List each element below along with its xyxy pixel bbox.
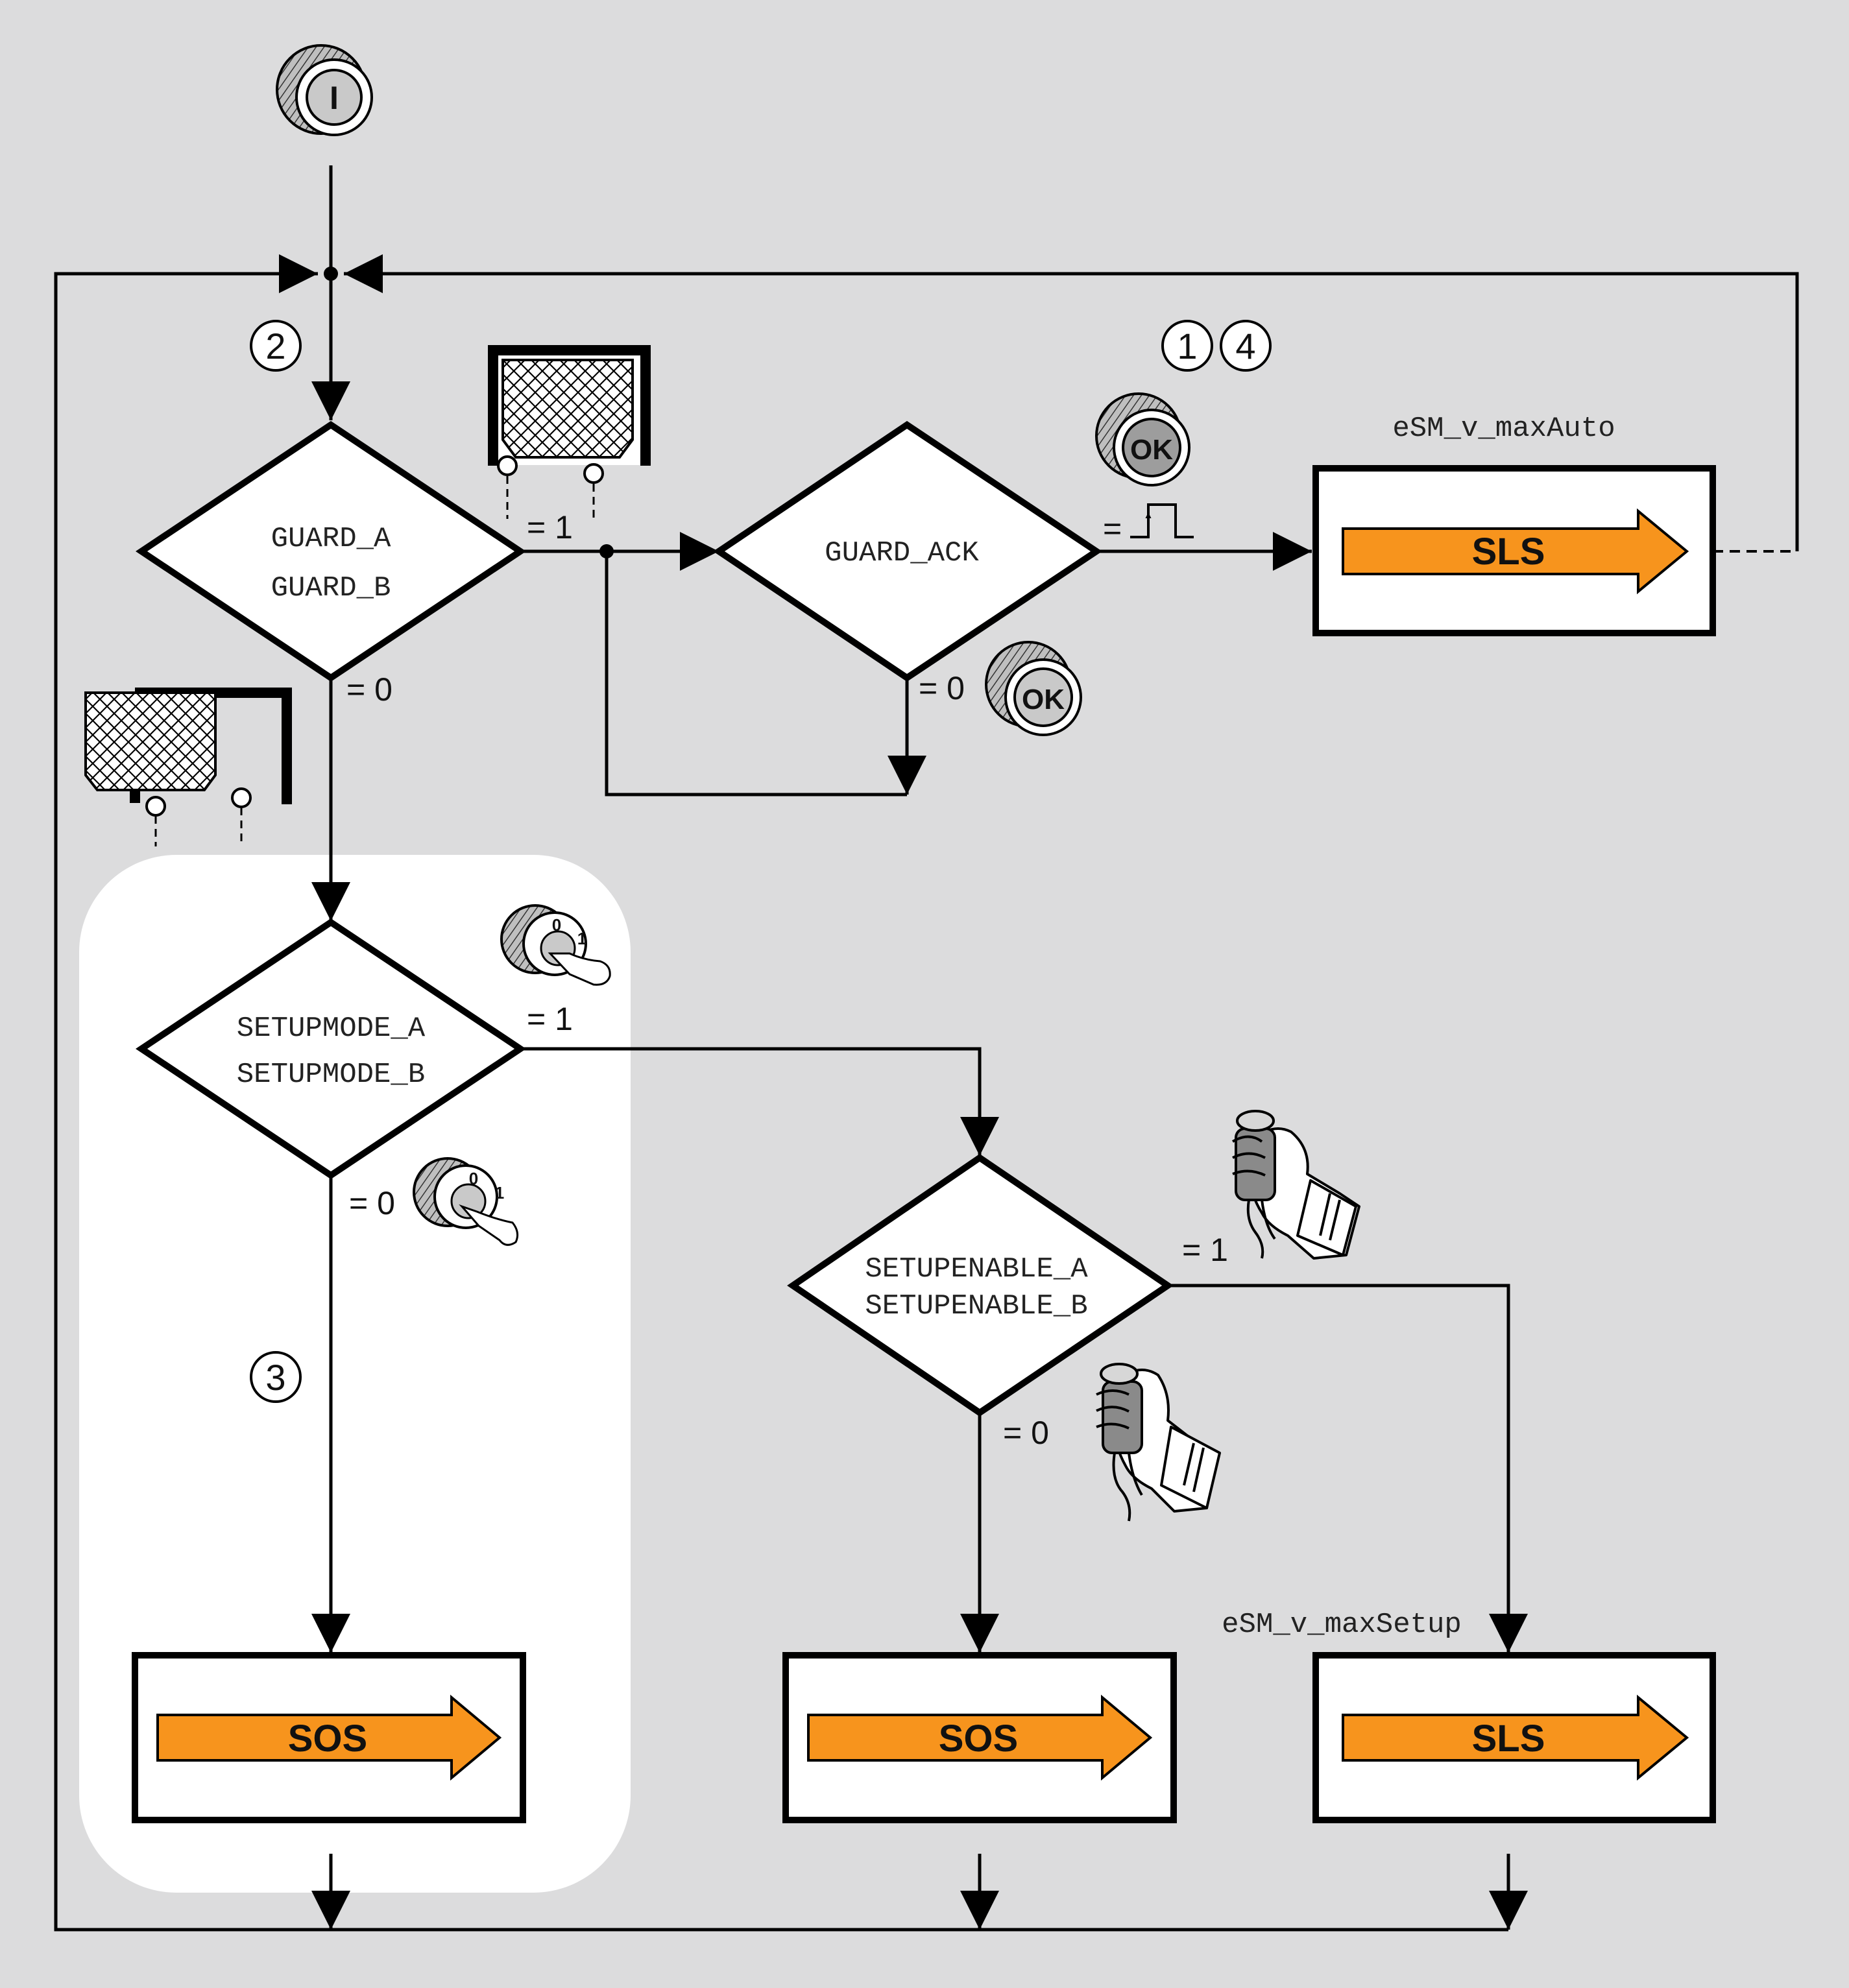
- guard-door-open-icon: [84, 688, 292, 846]
- state-sls-auto: SLS: [1312, 465, 1716, 636]
- sos-setupmode-label: SOS: [288, 1718, 368, 1760]
- guard-ack-label: GUARD_ACK: [825, 537, 979, 569]
- key-switch-off-icon: 0 1: [413, 1157, 519, 1246]
- state-sos-setupenable: SOS: [782, 1652, 1177, 1823]
- decision-setupenable: SETUPENABLE_A SETUPENABLE_B: [787, 1153, 1174, 1417]
- enable-switch-hand-pressed-icon: [1231, 1110, 1360, 1260]
- marker-3: 3: [250, 1351, 302, 1403]
- sls-auto-label: SLS: [1472, 531, 1545, 573]
- guard-false-label: = 0: [346, 671, 393, 708]
- max-setup-label: eSM_v_maxSetup: [1222, 1609, 1462, 1641]
- setupenable-b-label: SETUPENABLE_B: [865, 1290, 1087, 1323]
- marker-2: 2: [250, 320, 302, 372]
- setupmode-false-label: = 0: [349, 1185, 395, 1221]
- sos-setupenable-label: SOS: [939, 1718, 1019, 1760]
- svg-text:1: 1: [495, 1183, 504, 1203]
- svg-text:0: 0: [469, 1169, 478, 1188]
- junction-dot: [324, 267, 338, 281]
- svg-text:1: 1: [1177, 326, 1197, 366]
- svg-text:OK: OK: [1022, 684, 1065, 715]
- marker-1: 1: [1161, 320, 1213, 372]
- connectors: [54, 165, 1799, 1932]
- svg-text:2: 2: [265, 326, 285, 366]
- svg-text:0: 0: [552, 915, 561, 935]
- setupmode-a-label: SETUPMODE_A: [237, 1012, 426, 1045]
- decision-guard: GUARD_A GUARD_B: [135, 420, 527, 682]
- setupenable-a-label: SETUPENABLE_A: [865, 1253, 1088, 1286]
- ack-false-label: = 0: [919, 670, 965, 706]
- ack-pulse-label: =: [1103, 510, 1122, 547]
- enable-switch-hand-released-icon: [1096, 1363, 1221, 1522]
- max-auto-label: eSM_v_maxAuto: [1392, 413, 1615, 445]
- decision-guard-ack: GUARD_ACK: [713, 420, 1103, 682]
- state-sls-setup: SLS: [1312, 1652, 1716, 1823]
- rising-edge-pulse-icon: [1130, 503, 1194, 538]
- sls-setup-label: SLS: [1472, 1718, 1545, 1760]
- guard-a-label: GUARD_A: [271, 523, 391, 555]
- setupmode-true-label: = 1: [527, 1001, 573, 1037]
- guard-b-label: GUARD_B: [271, 572, 391, 605]
- start-button-icon: I: [276, 44, 373, 136]
- ok-button-released-icon: OK: [985, 641, 1082, 736]
- setupenable-true-label: = 1: [1182, 1232, 1228, 1268]
- svg-text:I: I: [330, 80, 339, 116]
- setup-mode-zone: [79, 855, 631, 1893]
- state-sos-setupmode: SOS: [132, 1652, 526, 1823]
- key-switch-on-icon: 0 1: [500, 904, 611, 986]
- marker-4: 4: [1220, 320, 1272, 372]
- guard-true-label: = 1: [527, 509, 573, 545]
- setupmode-b-label: SETUPMODE_B: [237, 1059, 425, 1091]
- guard-door-closed-icon: [488, 345, 651, 519]
- svg-text:3: 3: [265, 1357, 285, 1398]
- svg-text:4: 4: [1235, 326, 1255, 366]
- svg-text:OK: OK: [1130, 434, 1173, 466]
- ok-button-pressed-icon: OK: [1095, 392, 1190, 486]
- decision-setupmode: SETUPMODE_A SETUPMODE_B: [135, 918, 527, 1180]
- svg-text:1: 1: [577, 929, 586, 948]
- setupenable-false-label: = 0: [1003, 1415, 1049, 1451]
- junction-dot: [599, 544, 614, 558]
